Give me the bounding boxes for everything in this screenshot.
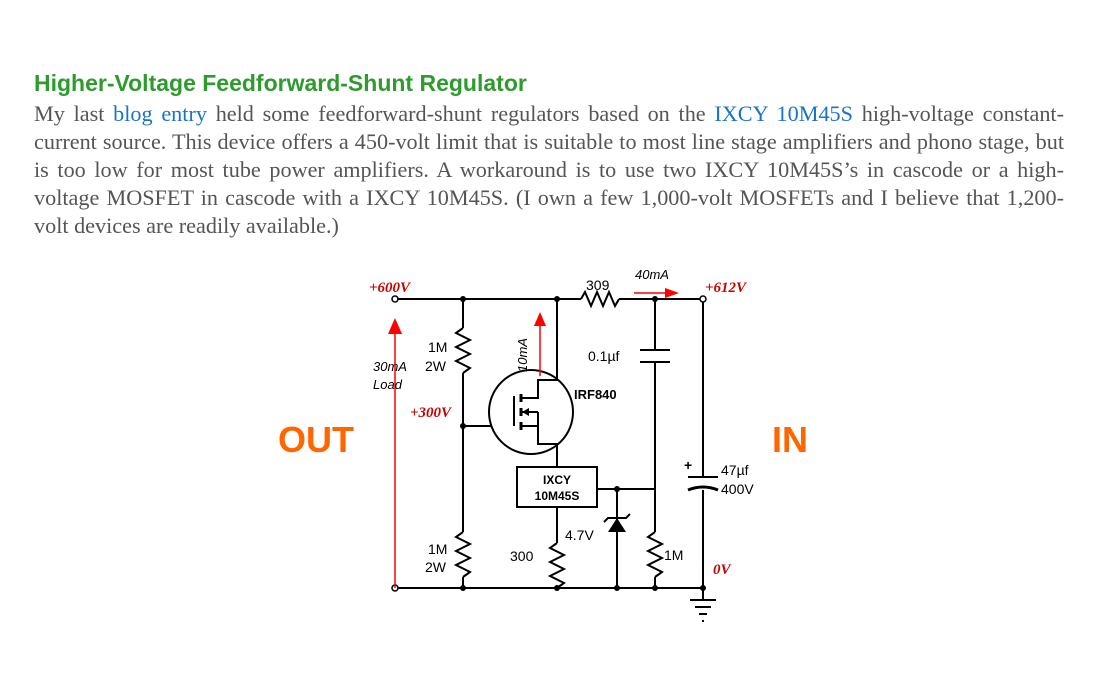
mosfet-symbol [488, 369, 574, 455]
v-mid-label: +300V [410, 405, 453, 421]
paragraph-text-3: high-voltage constant-current source. Th… [34, 101, 1064, 238]
cap-small-label: 0.1µf [588, 348, 620, 364]
article-paragraph: My last blog entry held some feedforward… [34, 100, 1064, 240]
cap-main-value: 47µf [721, 462, 749, 478]
cap-main-rating: 400V [721, 481, 754, 497]
r-ccs-label: 300 [510, 548, 534, 564]
electrolytic-plate [687, 485, 719, 492]
r-top-value: 1M [428, 339, 447, 355]
ccs-label-line2: 10M45S [535, 489, 580, 503]
ixcy-box [516, 466, 598, 508]
load-current-label: 30mA [373, 359, 407, 374]
paragraph-text-2: held some feedforward-shunt regulators b… [206, 101, 715, 126]
shunt-current-label: 10mA [515, 338, 530, 372]
v-out-label: +600V [369, 280, 412, 296]
zener-label: 4.7V [565, 527, 594, 543]
ixcy-link[interactable]: IXCY 10M45S [714, 101, 853, 126]
cap-polarity-plus: + [684, 457, 692, 473]
v-ground-label: 0V [713, 562, 733, 578]
r-top-rating: 2W [425, 358, 447, 374]
v-in-label: +612V [705, 280, 748, 296]
current-arrows [388, 288, 679, 588]
in-label: IN [772, 419, 808, 460]
i-in-label: 40mA [635, 267, 669, 282]
blog-entry-link[interactable]: blog entry [113, 101, 207, 126]
junctions [460, 296, 706, 591]
r-bottom-rating: 2W [425, 559, 447, 575]
r-bottom-value: 1M [428, 541, 447, 557]
r-bleed-label: 1M [664, 547, 683, 563]
ccs-label-line1: IXCY [543, 473, 571, 487]
mosfet-label: IRF840 [574, 387, 617, 402]
paragraph-text-1: My last [34, 101, 114, 126]
r-series-label: 309 [586, 277, 610, 293]
page-title: Higher-Voltage Feedforward-Shunt Regulat… [34, 70, 527, 96]
zener-diode [603, 513, 631, 532]
load-label: Load [373, 377, 403, 392]
out-label: OUT [278, 419, 354, 460]
